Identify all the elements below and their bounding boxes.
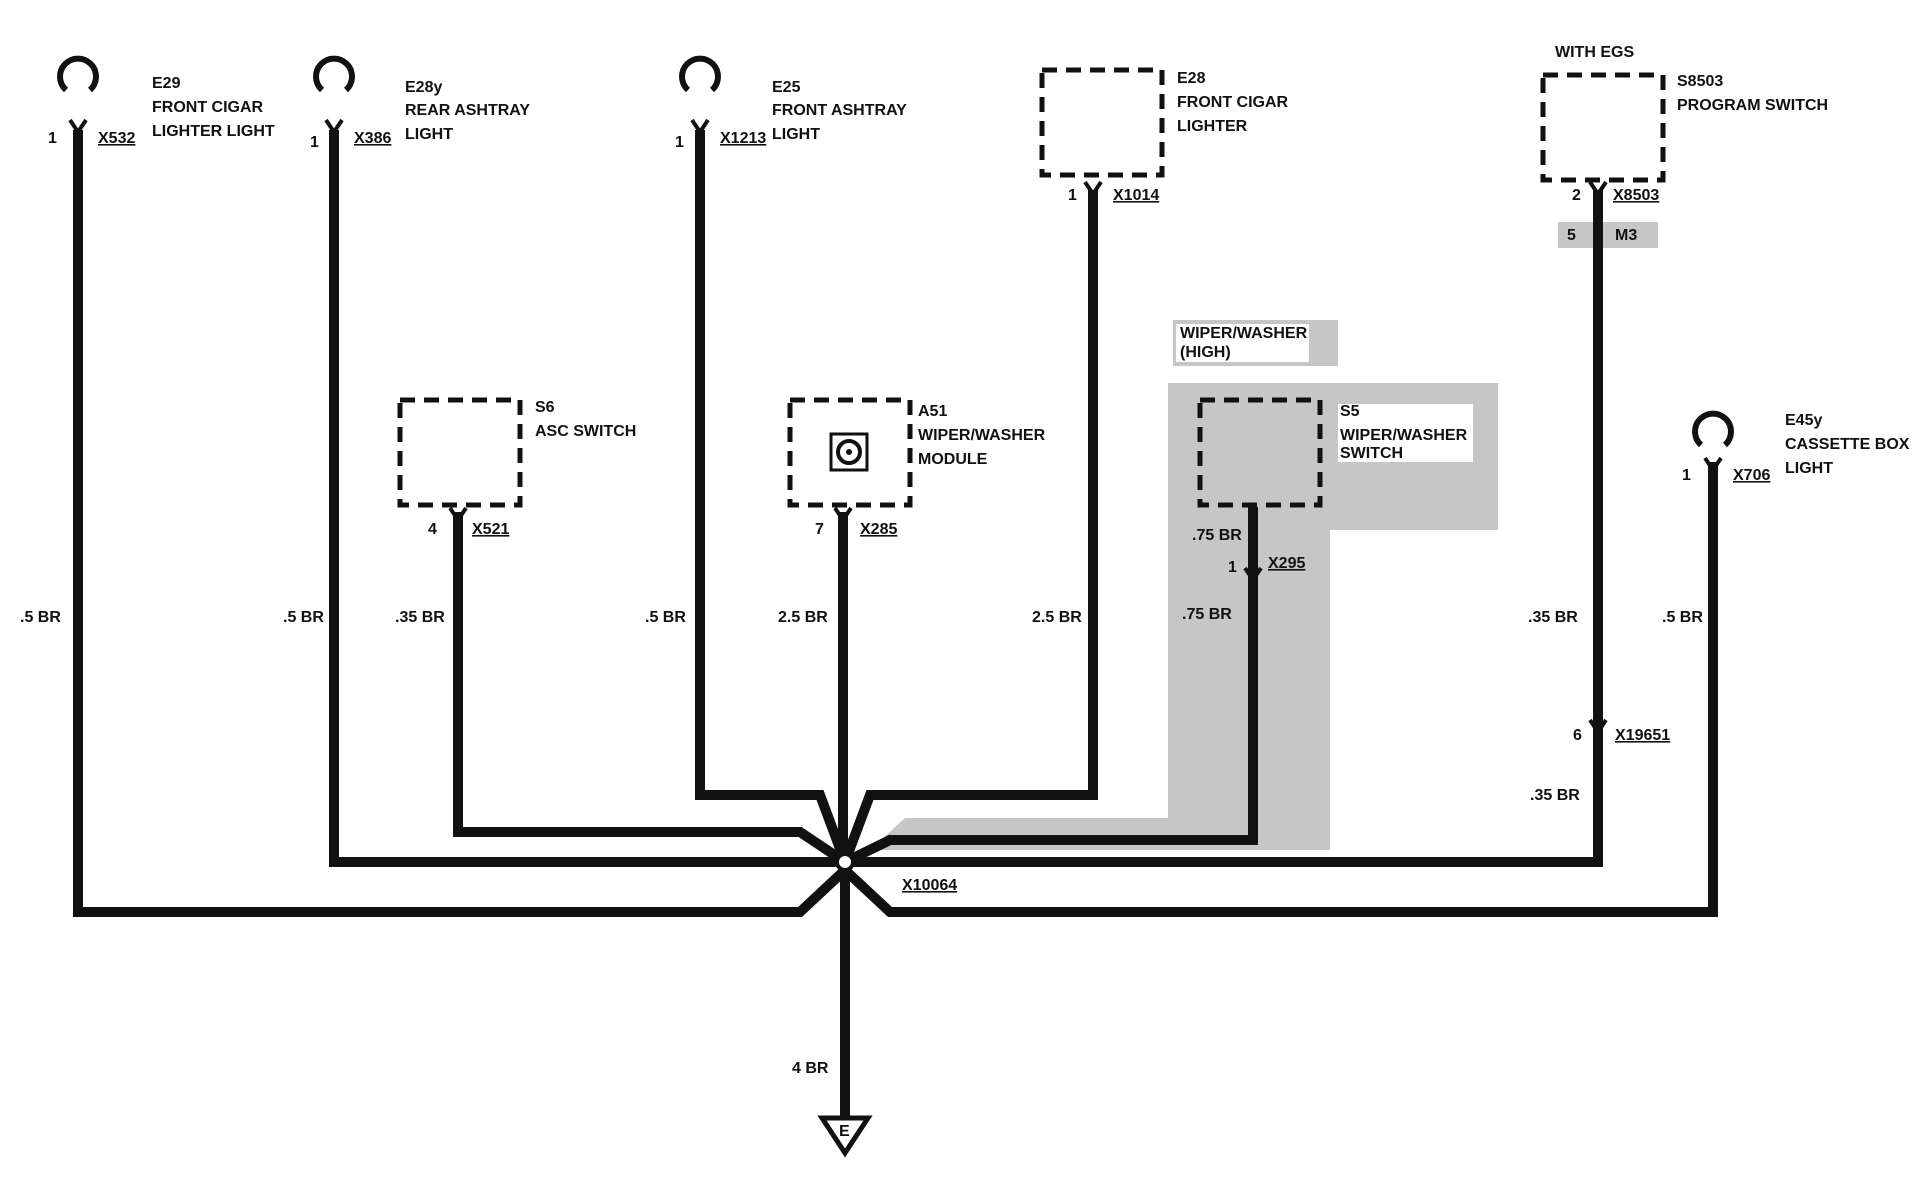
option-shade-area bbox=[870, 383, 1498, 850]
e45y-pin: 1 bbox=[1682, 467, 1691, 484]
e28-name-line2: LIGHTER bbox=[1177, 118, 1248, 135]
splice-connector: X10064 bbox=[902, 877, 957, 894]
s5-wire-upper: .75 BR bbox=[1192, 527, 1242, 544]
e45y-name-line1: CASSETTE BOX bbox=[1785, 436, 1910, 453]
component-box-s5 bbox=[1197, 397, 1323, 508]
s5-option-line1: WIPER/WASHER bbox=[1180, 325, 1308, 342]
s8503-header: WITH EGS bbox=[1555, 44, 1634, 61]
lamp-icon-e45y bbox=[1692, 410, 1734, 474]
e28y-name-line1: REAR ASHTRAY bbox=[405, 102, 530, 119]
e29-pin: 1 bbox=[48, 130, 57, 147]
a51-connector: X285 bbox=[860, 521, 897, 538]
e28-id: E28 bbox=[1177, 70, 1206, 87]
wire-e29 bbox=[73, 130, 849, 917]
e25-id: E25 bbox=[772, 79, 801, 96]
a51-name-line1: WIPER/WASHER bbox=[918, 427, 1046, 444]
s8503-pin2: 6 bbox=[1573, 727, 1582, 744]
e29-name-line1: FRONT CIGAR bbox=[152, 99, 264, 116]
component-box-e28 bbox=[1039, 67, 1165, 178]
a51-id: A51 bbox=[918, 403, 947, 420]
e45y-name-line2: LIGHT bbox=[1785, 460, 1833, 477]
a51-name-line2: MODULE bbox=[918, 451, 988, 468]
ground-wire: 4 BR bbox=[792, 1060, 829, 1077]
e28-name-line1: FRONT CIGAR bbox=[1177, 94, 1289, 111]
steering-wheel-icon bbox=[829, 432, 869, 472]
lamp-icon-e29 bbox=[57, 55, 99, 136]
s5-pin: 1 bbox=[1228, 559, 1237, 576]
wire-s6 bbox=[453, 512, 848, 867]
s5-name-line2: SWITCH bbox=[1340, 445, 1403, 462]
e25-name-line1: FRONT ASHTRAY bbox=[772, 102, 907, 119]
ground-icon: E bbox=[817, 1115, 873, 1158]
e25-name-line2: LIGHT bbox=[772, 126, 820, 143]
s5-name-line1: WIPER/WASHER bbox=[1340, 427, 1468, 444]
e28y-name-line2: LIGHT bbox=[405, 126, 453, 143]
wire-e28y bbox=[329, 130, 845, 867]
e29-id: E29 bbox=[152, 75, 181, 92]
s8503-pin: 2 bbox=[1572, 187, 1581, 204]
a51-pin: 7 bbox=[815, 521, 824, 538]
component-box-s6 bbox=[397, 397, 523, 508]
s8503-name-line1: PROGRAM SWITCH bbox=[1677, 97, 1828, 114]
e29-wire: .5 BR bbox=[20, 609, 61, 626]
s5-option-line2: (HIGH) bbox=[1180, 344, 1231, 361]
s6-wire: .35 BR bbox=[395, 609, 445, 626]
alt-connector-shade bbox=[1558, 222, 1658, 248]
wire-e45y bbox=[841, 462, 1718, 917]
e45y-connector: X706 bbox=[1733, 467, 1770, 484]
e28-wire: 2.5 BR bbox=[1032, 609, 1082, 626]
s6-id: S6 bbox=[535, 399, 555, 416]
component-box-a51 bbox=[787, 397, 913, 508]
s6-connector: X521 bbox=[472, 521, 509, 538]
splice-node bbox=[835, 852, 855, 872]
s5-id: S5 bbox=[1340, 403, 1360, 420]
e25-wire: .5 BR bbox=[645, 609, 686, 626]
e29-connector: X532 bbox=[98, 130, 135, 147]
e45y-id: E45y bbox=[1785, 412, 1822, 429]
e28y-id: E28y bbox=[405, 79, 442, 96]
s5-wire-lower: .75 BR bbox=[1182, 606, 1232, 623]
wire-e28 bbox=[840, 190, 1098, 864]
wire-e25 bbox=[695, 130, 850, 864]
a51-wire: 2.5 BR bbox=[778, 609, 828, 626]
s6-name-line1: ASC SWITCH bbox=[535, 423, 636, 440]
s6-pin: 4 bbox=[428, 521, 437, 538]
ground-symbol-label: E bbox=[839, 1123, 850, 1140]
e45y-wire: .5 BR bbox=[1662, 609, 1703, 626]
e25-pin: 1 bbox=[675, 134, 684, 151]
wires bbox=[73, 130, 1718, 1125]
e28-connector: X1014 bbox=[1113, 187, 1159, 204]
lamp-icon-e25 bbox=[679, 55, 721, 136]
component-box-s8503 bbox=[1540, 72, 1666, 183]
s8503-wire-lower: .35 BR bbox=[1530, 787, 1580, 804]
e25-connector: X1213 bbox=[720, 130, 766, 147]
e28-pin: 1 bbox=[1068, 187, 1077, 204]
s8503-alt-pin: 5 bbox=[1567, 227, 1576, 244]
e28y-pin: 1 bbox=[310, 134, 319, 151]
pin-arrows bbox=[448, 180, 1608, 736]
s8503-id: S8503 bbox=[1677, 73, 1723, 90]
s8503-connector2: X19651 bbox=[1615, 727, 1670, 744]
lamp-icon-e28y bbox=[313, 55, 355, 136]
e28y-connector: X386 bbox=[354, 130, 391, 147]
e28y-wire: .5 BR bbox=[283, 609, 324, 626]
wire-s5 bbox=[842, 507, 1258, 867]
e29-name-line2: LIGHTER LIGHT bbox=[152, 123, 275, 140]
s5-connector: X295 bbox=[1268, 555, 1305, 572]
s8503-connector: X8503 bbox=[1613, 187, 1659, 204]
wire-s8503 bbox=[845, 190, 1603, 867]
s8503-alt-connector: M3 bbox=[1615, 227, 1637, 244]
s8503-wire-upper: .35 BR bbox=[1528, 609, 1578, 626]
